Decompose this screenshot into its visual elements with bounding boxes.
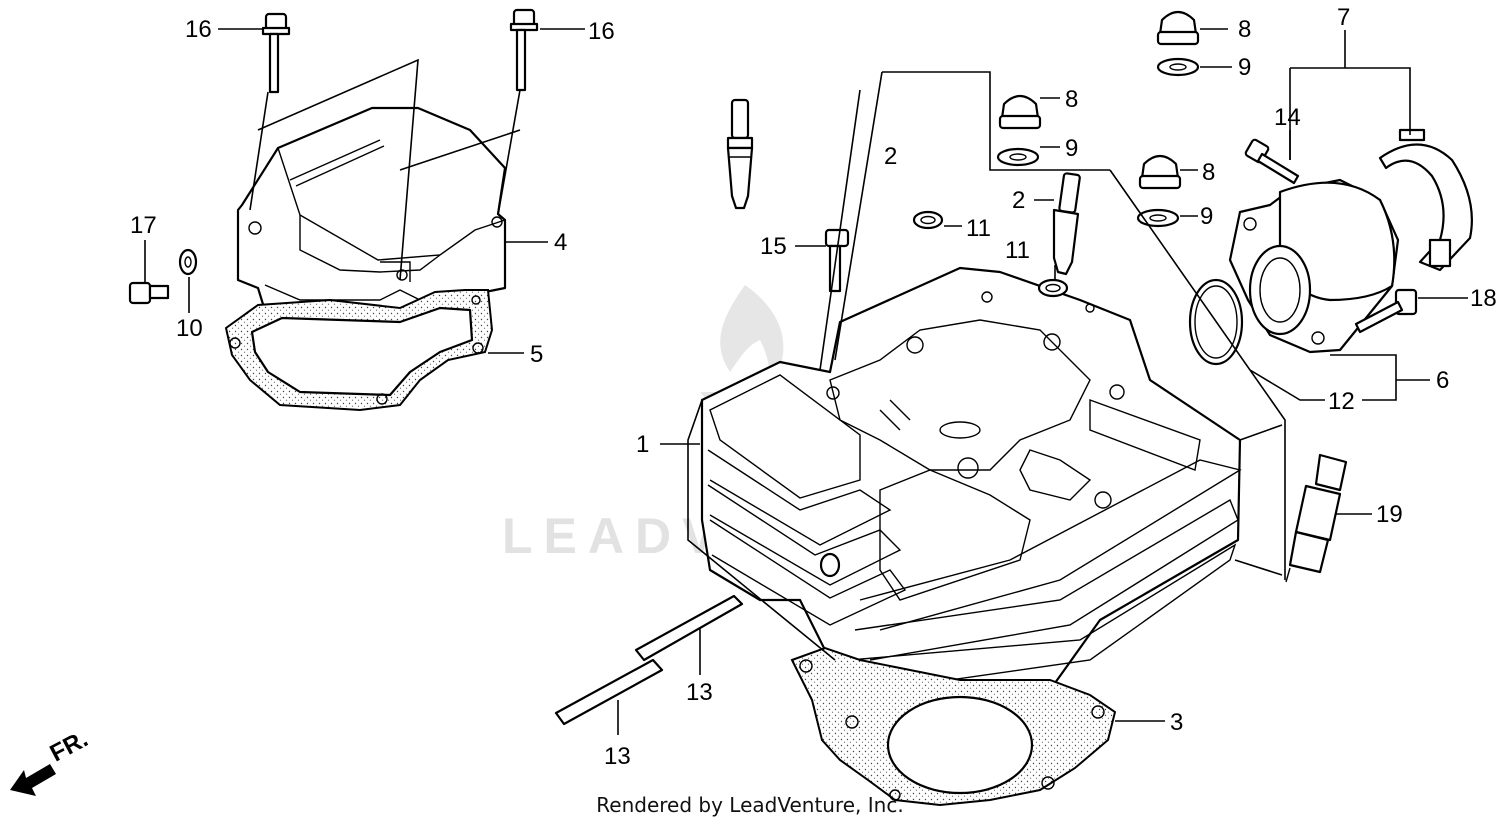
cap-nut-middle xyxy=(998,94,1042,130)
callout-6: 6 xyxy=(1436,367,1449,394)
callout-10: 10 xyxy=(176,315,203,342)
stud-bolt-upper xyxy=(634,594,744,662)
leader-lines xyxy=(144,28,1468,735)
callout-16-left: 16 xyxy=(185,16,212,43)
front-marker-label: FR. xyxy=(46,725,93,767)
washer-middle xyxy=(996,147,1040,167)
callout-labels: 16 16 4 5 17 10 1 2 2 11 11 15 8 9 8 9 8… xyxy=(130,4,1497,770)
valve-guide-left xyxy=(726,98,754,210)
spark-plug xyxy=(1285,453,1348,583)
callout-8-right: 8 xyxy=(1202,159,1215,186)
bolt-18 xyxy=(1354,288,1418,334)
callout-13-upper: 13 xyxy=(686,679,713,706)
front-direction-arrow-icon: FR. xyxy=(10,725,93,796)
valve-guide-right xyxy=(1052,172,1081,276)
callout-2-right: 2 xyxy=(1012,187,1025,214)
cylinder-head xyxy=(700,266,1242,702)
hose-clamp xyxy=(1378,128,1473,272)
callout-12: 12 xyxy=(1328,388,1355,415)
bolt-14 xyxy=(1244,138,1300,185)
callout-15: 15 xyxy=(760,233,787,260)
washer-right xyxy=(1136,208,1180,228)
cap-nut-top xyxy=(1156,10,1200,46)
callout-18: 18 xyxy=(1470,285,1497,312)
cap-nut-right xyxy=(1138,154,1182,190)
washer-top xyxy=(1156,57,1200,77)
callout-3: 3 xyxy=(1170,709,1183,736)
callout-5: 5 xyxy=(530,341,543,368)
callout-19: 19 xyxy=(1376,501,1403,528)
o-ring-left xyxy=(912,210,944,230)
stud-bolt-lower xyxy=(554,658,664,726)
cylinder-head-cover xyxy=(236,106,507,329)
callout-9-top: 9 xyxy=(1238,54,1251,81)
o-ring-right xyxy=(1037,278,1069,298)
callout-11-right: 11 xyxy=(1005,237,1030,264)
callout-2-left: 2 xyxy=(884,143,897,170)
callout-4: 4 xyxy=(554,229,567,256)
callout-9-right: 9 xyxy=(1200,203,1213,230)
washer-10 xyxy=(178,248,198,276)
footer-credit: Rendered by LeadVenture, Inc. xyxy=(596,793,904,817)
callout-1: 1 xyxy=(636,431,649,458)
callout-17: 17 xyxy=(130,212,157,239)
cover-bolt-right xyxy=(509,8,539,92)
callout-7: 7 xyxy=(1337,4,1350,31)
callout-8-middle: 8 xyxy=(1065,86,1078,113)
cover-bolt-left xyxy=(261,12,291,94)
callout-16-right: 16 xyxy=(588,18,615,45)
bolt-17 xyxy=(128,281,170,305)
callout-8-top: 8 xyxy=(1238,16,1251,43)
callout-14: 14 xyxy=(1274,104,1301,131)
intake-pipe xyxy=(1228,178,1400,354)
bolt-15 xyxy=(824,228,850,293)
callout-13-lower: 13 xyxy=(604,743,631,770)
callout-11-left: 11 xyxy=(966,215,991,242)
callout-9-middle: 9 xyxy=(1065,135,1078,162)
